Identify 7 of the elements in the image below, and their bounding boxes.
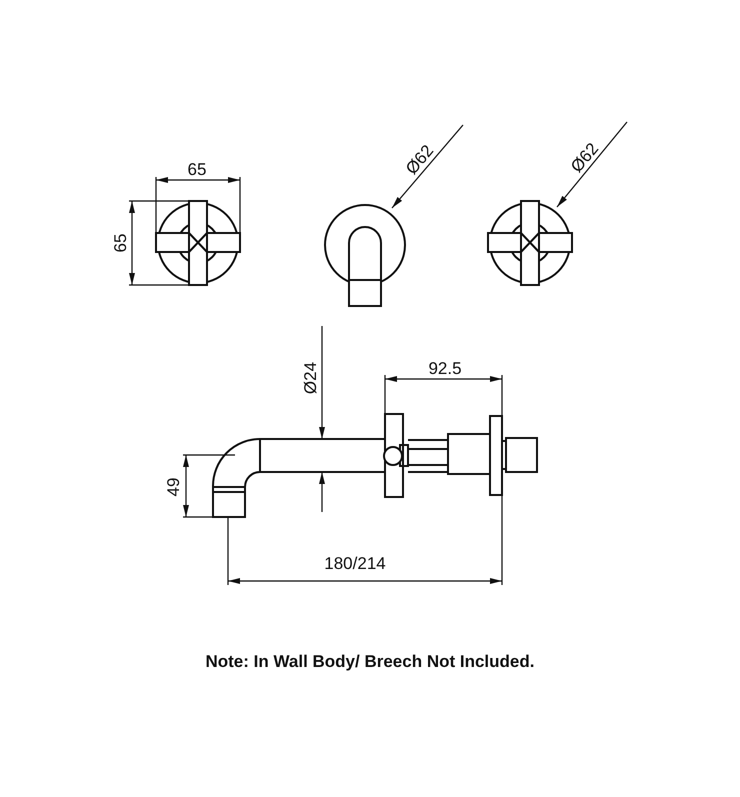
note-text: Note: In Wall Body/ Breech Not Included.: [205, 652, 534, 671]
dimension-text: Ø24: [302, 362, 320, 394]
dimension-text: 65: [112, 234, 130, 252]
dimension-text: 49: [165, 478, 183, 496]
dimension-text: 92.5: [428, 360, 462, 378]
dimension-text: 65: [188, 161, 206, 179]
dimension-text: 180/214: [324, 555, 386, 573]
